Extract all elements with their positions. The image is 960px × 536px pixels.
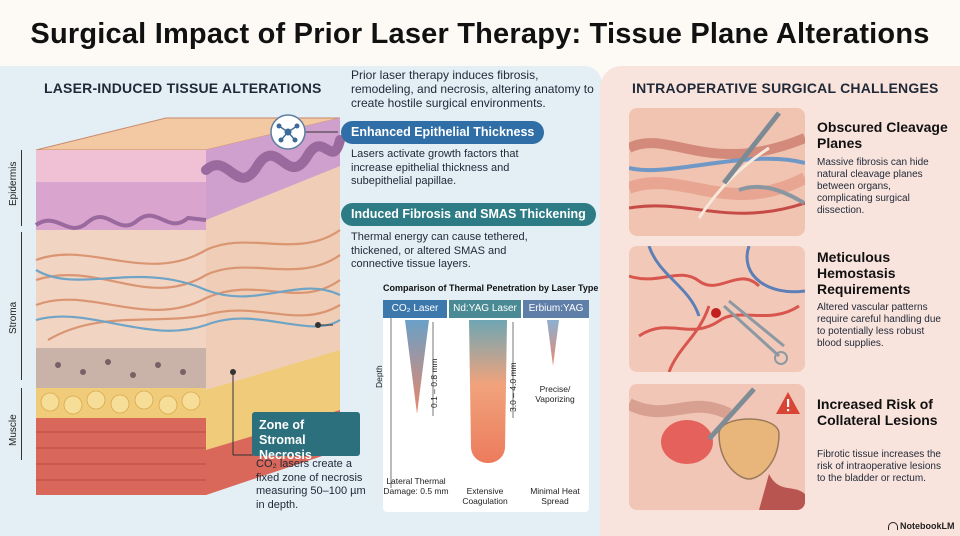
erbium-depth: Precise/ Vaporizing	[535, 384, 575, 404]
tissue-block-illustration	[34, 117, 345, 495]
comparison-title: Comparison of Thermal Penetration by Las…	[383, 283, 599, 293]
layer-label-stroma: Stroma	[8, 301, 19, 334]
ndyag-note: Extensive Coagulation	[462, 486, 508, 506]
challenge-desc-collateral: Fibrotic tissue increases the risk of in…	[817, 449, 941, 484]
challenge-image-collateral	[629, 384, 805, 510]
left-section-heading: LASER-INDUCED TISSUE ALTERATIONS	[44, 80, 322, 96]
depth-axis-label: Depth	[374, 365, 384, 388]
molecule-icon	[270, 114, 306, 150]
right-section-heading: INTRAOPERATIVE SURGICAL CHALLENGES	[632, 80, 939, 96]
layer-label-epidermis: Epidermis	[8, 161, 19, 206]
laser-header-erbium: Erbium:YAG	[523, 300, 589, 318]
erbium-note: Minimal Heat Spread	[530, 486, 580, 506]
brand-text: NotebookLM	[900, 521, 955, 531]
challenge-desc-cleavage: Massive fibrosis can hide natural cleava…	[817, 157, 929, 216]
bracket-epidermis	[21, 150, 22, 226]
challenge-title-cleavage: Obscured Cleavage Planes	[817, 119, 948, 151]
comparison-box: CO₂ Laser Nd:YAG Laser Erbium:YAG Depth …	[374, 300, 589, 512]
penetration-graphic	[390, 318, 559, 488]
warning-icon	[776, 392, 800, 414]
co2-depth: 0.1 – 0.8 mm	[429, 358, 439, 408]
page-title: Surgical Impact of Prior Laser Therapy: …	[30, 18, 930, 50]
laser-header-ndyag: Nd:YAG Laser	[449, 300, 521, 318]
laser-header-co2: CO₂ Laser	[383, 300, 447, 318]
challenge-desc-hemostasis: Altered vascular patterns require carefu…	[817, 302, 941, 349]
bracket-stroma	[21, 232, 22, 380]
callout-epithelial-thickness: Enhanced Epithelial Thickness	[341, 121, 545, 144]
challenge-title-collateral: Increased Risk of Collateral Lesions	[817, 396, 938, 428]
challenge-image-cleavage	[629, 108, 805, 236]
callout-epithelial-desc: Lasers activate growth factors that incr…	[351, 148, 519, 187]
intro-text: Prior laser therapy induces fibrosis, re…	[351, 68, 594, 110]
callout-fibrosis-desc: Thermal energy can cause tethered, thick…	[351, 231, 528, 270]
brand-icon	[888, 522, 898, 530]
necrosis-label: Zone of Stromal Necrosis	[252, 412, 360, 462]
layer-label-muscle: Muscle	[8, 414, 19, 446]
brand-logo: NotebookLM	[888, 521, 955, 531]
co2-note: Lateral Thermal Damage: 0.5 mm	[383, 476, 449, 496]
ndyag-depth: 3.0 – 4.0 mm	[508, 362, 518, 412]
challenge-image-hemostasis	[629, 246, 805, 372]
callout-fibrosis: Induced Fibrosis and SMAS Thickening	[341, 203, 596, 226]
challenge-title-hemostasis: Meticulous Hemostasis Requirements	[817, 249, 911, 297]
bracket-muscle	[21, 388, 22, 460]
necrosis-desc: CO₂ lasers create a fixed zone of necros…	[256, 458, 366, 511]
